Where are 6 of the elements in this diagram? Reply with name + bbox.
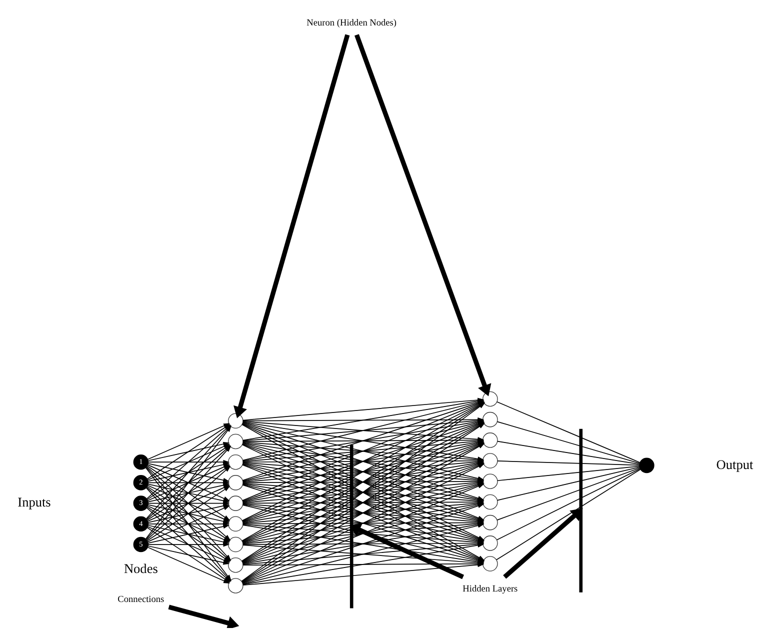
node-text: Neuron (Hidden Nodes) <box>306 18 397 28</box>
node-text: Connections <box>118 595 164 606</box>
label: Nodes <box>124 561 158 576</box>
node-text: Hidden Layers <box>462 584 518 594</box>
label: Output <box>716 456 754 472</box>
label: Inputs <box>18 494 51 510</box>
